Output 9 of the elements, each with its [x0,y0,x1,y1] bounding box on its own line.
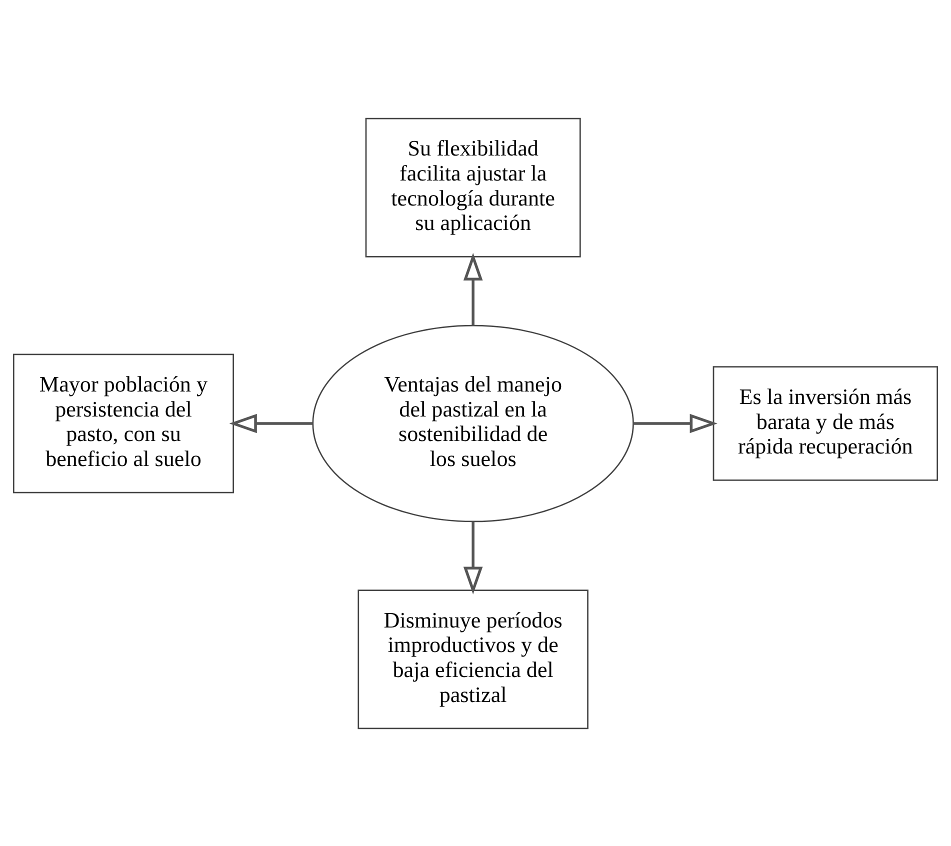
arrow [463,521,483,594]
arrow [633,413,718,433]
node-box: Su flexibilidad facilita ajustar la tecnología durante su aplicación [365,117,581,257]
node-ellipse: Ventajas del manejo del pastizal en la sostenibilidad de los suelos [312,324,634,522]
node-box: Disminuye períodos improductivos y de baja eficiencia del pastizal [358,589,588,729]
node-box: Mayor población y persistencia del pasto, con su beneficio al suelo [12,353,234,493]
arrow [229,413,313,433]
node-box: Es la inversión más barata y de más rápida recuperación [712,366,938,480]
arrow [463,252,483,325]
